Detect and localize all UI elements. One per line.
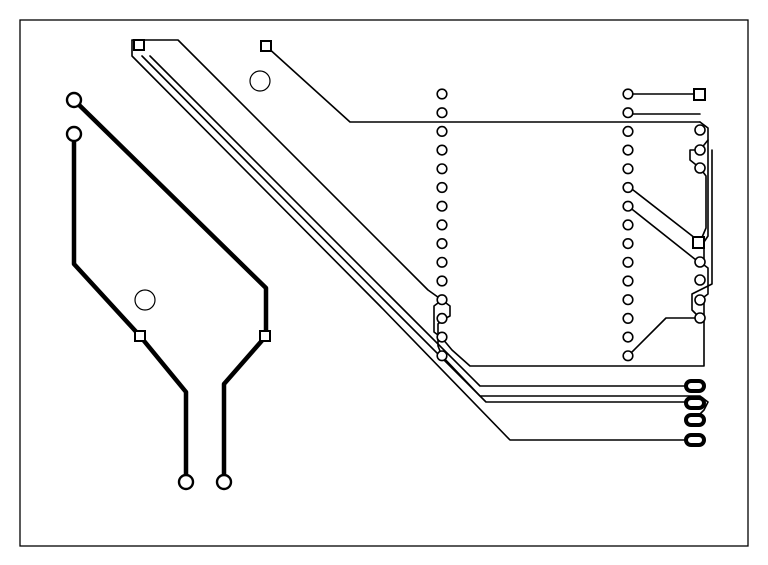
square-pad <box>133 39 145 51</box>
round-pad <box>694 274 706 286</box>
dip-header-right <box>622 88 634 362</box>
dip-pin <box>622 238 634 250</box>
round-pad <box>65 125 83 143</box>
dip-pin <box>436 256 448 268</box>
dip-pin <box>436 163 448 175</box>
dip-pin <box>622 312 634 325</box>
signal-trace <box>149 55 695 387</box>
dip-pin <box>436 219 448 231</box>
dip-pin <box>436 144 448 156</box>
signal-trace <box>131 39 443 301</box>
edge-connector <box>684 379 706 447</box>
dip-header-left <box>436 88 448 362</box>
round-pad <box>177 473 195 491</box>
round-pad <box>65 91 83 109</box>
square-pad <box>259 330 271 342</box>
dip-pin <box>436 107 448 119</box>
round-pad <box>215 473 233 491</box>
dip-pin <box>622 219 634 231</box>
dip-pin <box>436 181 448 194</box>
dip-pin <box>622 200 634 212</box>
round-pad <box>694 162 706 174</box>
dip-pin <box>622 350 634 362</box>
dip-pin <box>622 88 634 100</box>
dip-pin <box>622 275 634 287</box>
dip-pin <box>622 181 634 194</box>
signal-trace <box>627 185 701 243</box>
oval-pad <box>684 379 706 393</box>
square-pad <box>134 330 146 342</box>
round-pad <box>694 312 706 324</box>
dip-pin <box>436 331 448 343</box>
dip-pin <box>622 163 634 175</box>
oval-pad <box>684 413 706 427</box>
dip-pin <box>436 350 448 362</box>
power-pads <box>65 91 233 491</box>
dip-pin <box>436 312 448 325</box>
signal-trace <box>141 55 695 403</box>
dip-pin <box>436 88 448 100</box>
round-pad <box>694 256 706 268</box>
signal-trace <box>131 39 695 441</box>
mounting-hole <box>134 289 156 311</box>
dip-pin <box>622 107 634 119</box>
dip-pin <box>436 238 448 250</box>
square-pad <box>692 236 705 249</box>
dip-pin <box>622 331 634 343</box>
dip-pin <box>622 125 634 137</box>
square-pad <box>260 40 272 52</box>
square-pads <box>133 39 706 342</box>
round-pad <box>694 124 706 136</box>
mounting-holes <box>134 70 271 311</box>
signal-trace <box>627 205 697 261</box>
signal-trace <box>627 317 699 357</box>
side-connector-pads <box>694 124 706 324</box>
mounting-hole <box>249 70 271 92</box>
round-pad <box>694 294 706 306</box>
dip-pin <box>436 294 448 306</box>
board-outline <box>19 19 749 547</box>
square-pad <box>693 88 706 101</box>
dip-pin <box>622 144 634 156</box>
oval-pad <box>684 433 706 447</box>
signal-trace <box>691 149 713 319</box>
dip-pin <box>436 200 448 212</box>
signal-trace <box>265 45 701 123</box>
dip-pin <box>622 256 634 268</box>
round-pad <box>694 144 706 156</box>
signal-trace <box>441 299 705 367</box>
dip-pin <box>436 275 448 287</box>
oval-pad <box>684 396 706 410</box>
dip-pin <box>436 125 448 137</box>
dip-pin <box>622 294 634 306</box>
